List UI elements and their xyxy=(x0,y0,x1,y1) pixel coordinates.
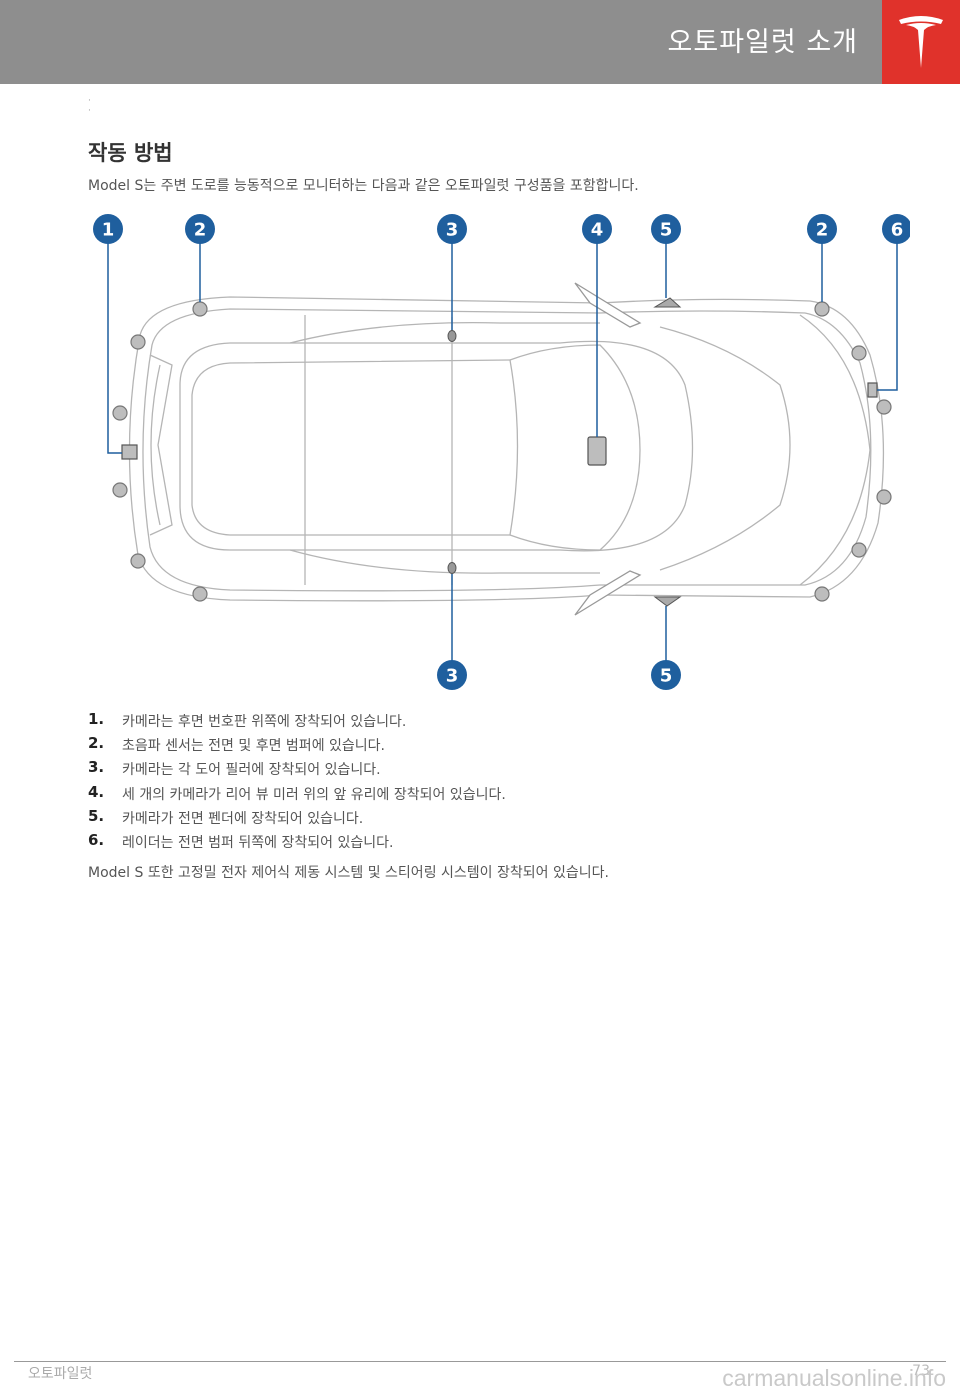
watermark: carmanualsonline.info xyxy=(722,1365,946,1391)
callout-label: 4 xyxy=(591,220,604,241)
brand-logo xyxy=(882,0,960,84)
header-title: 오토파일럿 소개 xyxy=(667,27,858,58)
page-number: 73 xyxy=(912,1363,930,1379)
section-title: 작동 방법 xyxy=(88,141,173,165)
callout-label: 3 xyxy=(446,220,459,241)
footer-section-name: 오토파일럿 xyxy=(28,1366,93,1382)
callout-label: 2 xyxy=(194,220,207,241)
callout-label: 6 xyxy=(891,220,904,241)
outro-text: Model S 또한 고정밀 전자 제어식 제동 시스템 및 스티어링 시스템이… xyxy=(88,865,609,881)
decorative-mark: ·· xyxy=(88,96,91,116)
callouts-top xyxy=(93,214,910,690)
car-sensor-diagram: 1 2 3 4 5 2 6 3 5 xyxy=(93,214,910,690)
callout-label: 3 xyxy=(446,666,459,687)
callout-label: 5 xyxy=(660,220,673,241)
callout-label: 1 xyxy=(102,220,115,241)
page-header: 오토파일럿 소개 xyxy=(0,0,960,84)
section-intro: Model S는 주변 도로를 능동적으로 모니터하는 다음과 같은 오토파일럿… xyxy=(88,178,639,194)
tesla-logo-icon xyxy=(899,16,943,68)
callout-label: 2 xyxy=(816,220,829,241)
footer-divider xyxy=(14,1361,946,1362)
callout-label: 5 xyxy=(660,666,673,687)
